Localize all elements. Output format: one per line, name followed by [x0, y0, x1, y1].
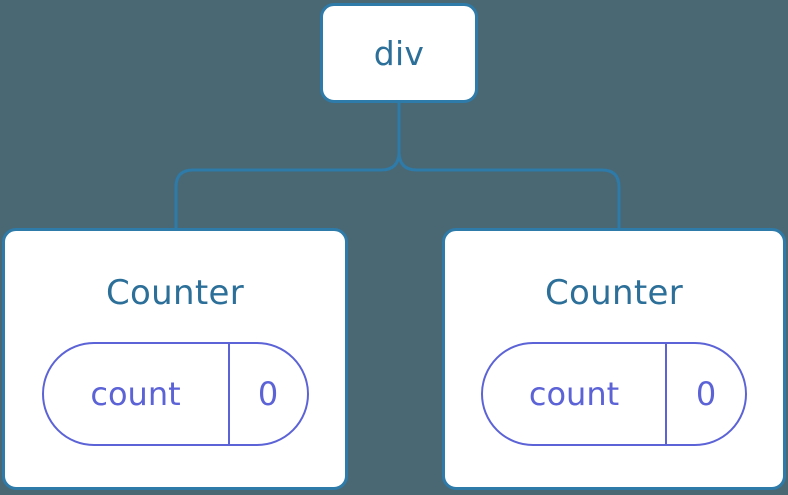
node-counter-1-label: Counter [106, 273, 244, 313]
connector-branch-right [397, 150, 621, 230]
state-pill-divider-1 [227, 344, 230, 444]
state-pill-counter-2[interactable]: count 0 [481, 342, 747, 446]
node-counter-2-label: Counter [545, 273, 683, 313]
node-div-label: div [373, 33, 425, 73]
state-value-count-1: 0 [257, 375, 279, 413]
connector-trunk [174, 101, 401, 230]
state-pill-divider-2 [665, 344, 667, 444]
state-key-count-1: count [90, 375, 181, 413]
state-value-count-2: 0 [695, 375, 717, 413]
node-counter-2[interactable]: Counter count 0 [442, 228, 786, 490]
state-pill-counter-1[interactable]: count 0 [41, 342, 309, 446]
node-counter-1[interactable]: Counter count 0 [2, 228, 348, 490]
state-key-count-2: count [528, 375, 620, 413]
node-div[interactable]: div [320, 3, 478, 103]
